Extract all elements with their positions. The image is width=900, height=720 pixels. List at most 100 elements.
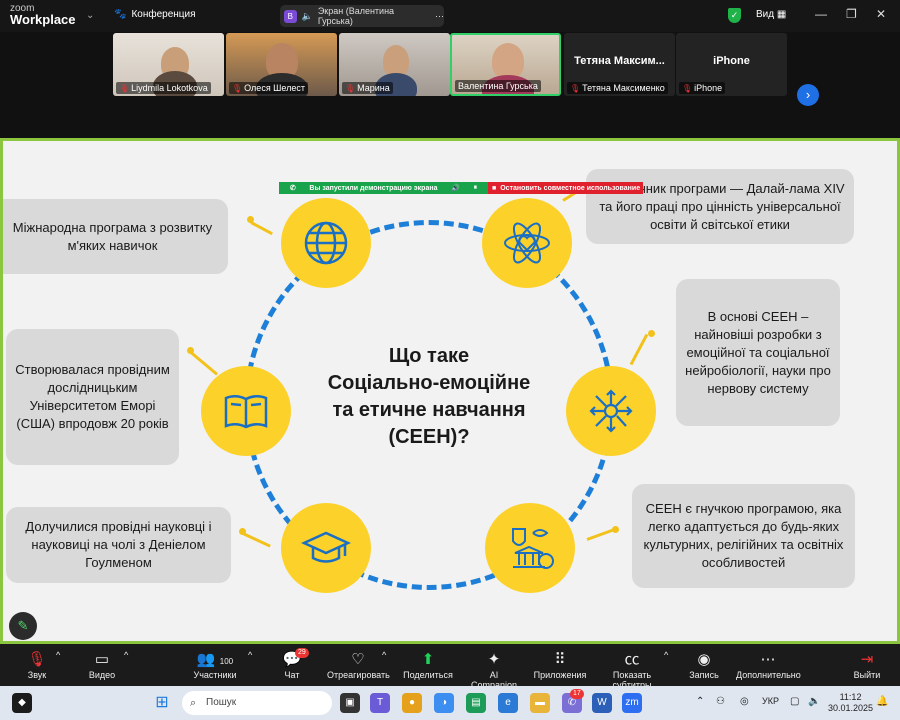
file-explorer-icon[interactable]: ▬ <box>530 693 550 713</box>
tray-app-icon[interactable]: ◎ <box>740 696 749 707</box>
zoom-app-icon[interactable]: zm <box>622 693 642 713</box>
participant-tile[interactable]: 🎙Марина <box>339 33 450 96</box>
participants-count: 100 <box>219 657 234 666</box>
stop-icon: ■ <box>492 184 497 192</box>
audio-icon[interactable]: 🔊 <box>451 185 460 192</box>
participants-chevron-icon[interactable]: ^ <box>248 650 253 660</box>
info-box-text: Долучилися провідні науковці і науковиці… <box>25 519 212 570</box>
network-icon[interactable]: ▢ <box>790 696 800 707</box>
info-box-neurobiology: В основі СЕЕН – найновіші розробки з емо… <box>676 279 840 426</box>
participants-label: Участники <box>193 670 237 680</box>
participant-name: 🎙Марина <box>342 82 393 94</box>
more-button[interactable]: ⋯Дополнительно <box>736 650 801 680</box>
screen-share-pill[interactable]: В 🔈 Экран (Валентина Гурська) ⋯ <box>280 5 444 27</box>
participant-tile[interactable]: 🎙Liydmila Lokotkova <box>113 33 224 96</box>
search-icon: ⌕ <box>190 697 197 709</box>
avatar <box>383 45 409 77</box>
share-button[interactable]: ⬆ Поделиться <box>402 650 454 680</box>
leave-button[interactable]: ⇥Выйти <box>852 650 882 680</box>
mic-muted-icon: 🎙 <box>682 84 693 93</box>
graduation-circle <box>281 503 371 593</box>
participant-tile[interactable]: Тетяна Максим... 🎙Тетяна Максименко <box>564 33 675 96</box>
language-indicator[interactable]: УКР <box>762 696 779 706</box>
task-view-icon[interactable]: ▣ <box>340 693 360 713</box>
title-line: Що таке <box>388 345 470 367</box>
presenter-badge: В <box>284 9 297 23</box>
info-box-text: В основі СЕЕН – найновіші розробки з емо… <box>685 308 831 396</box>
logo-top-text: zoom <box>10 3 35 14</box>
conference-label: Конференция <box>131 9 196 20</box>
mic-muted-icon: 🎙 <box>232 84 243 93</box>
camera-icon: ▭ <box>94 651 110 668</box>
ai-companion-button[interactable]: ✦AI Companion <box>466 650 522 690</box>
chevron-down-icon[interactable]: ⌄ <box>86 10 95 21</box>
volume-icon[interactable]: 🔈 <box>808 696 821 707</box>
captions-chevron-icon[interactable]: ^ <box>664 650 669 660</box>
windows-start-icon[interactable]: ⊞ <box>155 694 169 711</box>
connector-line <box>242 532 271 548</box>
react-button[interactable]: ♡ Отреагировать <box>327 650 390 680</box>
conference-info[interactable]: 🐾 Конференция <box>114 9 196 20</box>
slide-title: Що таке Соціально-емоційне та етичне нав… <box>304 343 554 451</box>
notification-bell-icon[interactable]: 🔔 <box>876 696 889 707</box>
phone-icon: ✆ <box>289 185 296 192</box>
chat-badge: 29 <box>295 648 309 658</box>
close-icon[interactable]: ✕ <box>876 7 887 21</box>
restore-icon[interactable]: ❐ <box>846 7 857 21</box>
clock-time: 11:12 <box>839 692 862 702</box>
minimize-icon[interactable]: — <box>815 7 827 21</box>
edge-icon[interactable]: e <box>498 693 518 713</box>
heart-icon: ♡ <box>351 651 365 668</box>
tray-bluetooth-icon[interactable]: ⚇ <box>716 696 725 707</box>
video-chevron-icon[interactable]: ^ <box>124 650 129 660</box>
participant-strip: 🎙Liydmila Lokotkova 🎙Олеся Шелест 🎙Марин… <box>0 32 900 138</box>
react-label: Отреагировать <box>327 670 390 680</box>
speaker-icon: 🔈 <box>301 10 313 21</box>
next-page-arrow-icon[interactable]: › <box>797 84 819 106</box>
annotate-pen-icon[interactable]: ✎ <box>9 612 37 640</box>
sheets-icon[interactable]: ▤ <box>466 693 486 713</box>
system-clock[interactable]: 11:12 30.01.2025 <box>828 692 873 714</box>
apps-button[interactable]: ⠿Приложения <box>532 650 588 680</box>
video-button[interactable]: ▭Видео <box>84 650 120 680</box>
paw-icon: 🐾 <box>114 9 127 20</box>
chat-label: Чат <box>284 670 300 680</box>
taskbar-search[interactable]: ⌕ Пошук <box>182 691 332 715</box>
atom-heart-icon <box>504 222 550 264</box>
avatar <box>492 43 524 79</box>
chrome-icon[interactable]: ● <box>402 693 422 713</box>
viber-badge: 17 <box>570 689 584 699</box>
mic-muted-icon: 🎙 <box>345 84 356 93</box>
apps-label: Приложения <box>533 670 587 680</box>
more-dots-icon[interactable]: ⋯ <box>435 10 444 21</box>
pause-icon[interactable]: ⏸ <box>473 184 478 191</box>
info-box-goleman: Долучилися провідні науковці і науковиці… <box>6 507 231 583</box>
copilot-icon[interactable]: ◑ <box>434 693 454 713</box>
audio-button[interactable]: 🎙Звук <box>22 650 52 680</box>
tray-chevron-icon[interactable]: ⌃ <box>696 696 705 707</box>
stop-share-button[interactable]: ■ Остановить совместное использование <box>488 182 643 194</box>
teams-icon[interactable]: T <box>370 693 390 713</box>
participant-tile[interactable]: 🎙Олеся Шелест <box>226 33 337 96</box>
participant-tile[interactable]: iPhone 🎙iPhone <box>676 33 787 96</box>
title-line: Соціально-емоційне <box>327 372 531 394</box>
connector-line <box>250 221 273 236</box>
react-chevron-icon[interactable]: ^ <box>382 650 387 660</box>
record-button[interactable]: ◉Запись <box>688 650 720 680</box>
security-shield-icon[interactable]: ✓ <box>728 8 741 23</box>
participant-tile-active-speaker[interactable]: Валентина Гурська <box>450 33 561 96</box>
more-label: Дополнительно <box>736 670 801 680</box>
share-label: Поделиться <box>403 670 453 680</box>
nba-icon[interactable]: ◆ <box>12 693 32 713</box>
search-label: Пошук <box>206 697 237 708</box>
audio-chevron-icon[interactable]: ^ <box>56 650 61 660</box>
info-box-text: Створювалася провідним дослідницьким Уні… <box>15 362 170 431</box>
exit-icon: ⇥ <box>860 651 874 668</box>
info-box-text: Міжнародна програма з розвитку м'яких на… <box>12 219 213 253</box>
word-icon[interactable]: W <box>592 693 612 713</box>
screen-share-control-bar: ✆ Вы запустили демонстрацию экрана 🔊 ⏸ ■… <box>279 182 643 194</box>
view-menu[interactable]: Вид ▦ <box>756 9 787 20</box>
share-screen-icon: ⬆ <box>421 651 435 668</box>
